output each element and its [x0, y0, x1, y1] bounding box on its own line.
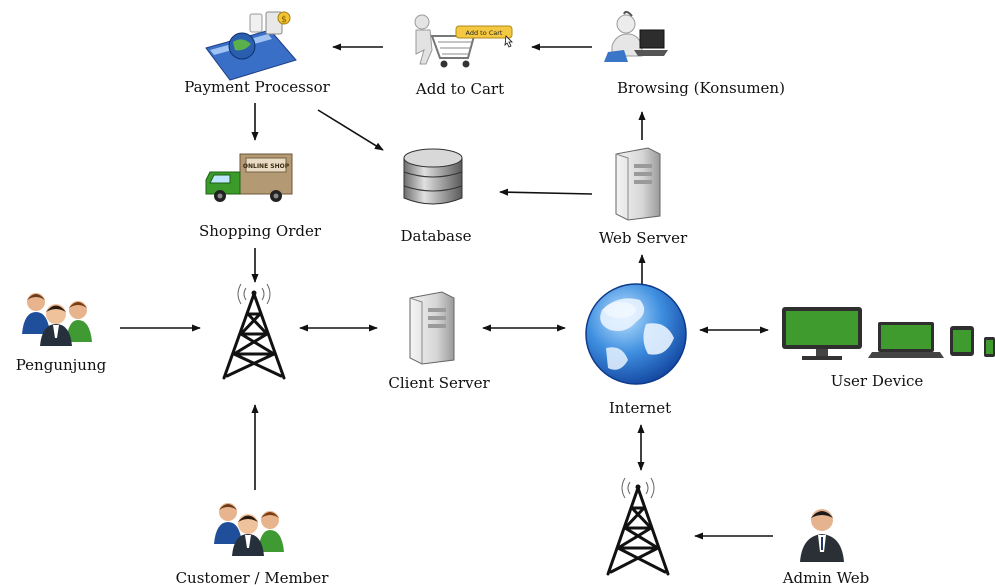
- user-device-label: User Device: [830, 372, 924, 390]
- pengunjung-label: Pengunjung: [15, 356, 107, 374]
- people-group-icon: [214, 503, 284, 556]
- server-tower-icon: [615, 147, 661, 221]
- internet-label: Internet: [608, 399, 672, 417]
- admin-web-label: Admin Web: [782, 569, 870, 587]
- shopping-cart-person-icon: Add to Cart: [414, 14, 513, 68]
- people-group-icon: [22, 293, 92, 346]
- businessman-icon: [800, 509, 844, 562]
- arrow-webserver-to-database: [499, 188, 593, 196]
- database-label: Database: [400, 227, 472, 245]
- connector-arrows: [120, 43, 773, 540]
- monitor-laptop-tablet-phone-icon: [782, 307, 995, 360]
- browsing-label: Browsing (Konsumen): [617, 79, 785, 97]
- shopping-order-label: Shopping Order: [198, 222, 322, 240]
- cart-sign-text: Add to Cart: [466, 29, 503, 37]
- laptop-user-icon: [604, 10, 668, 62]
- truck-sign-text: ONLINE SHOP: [243, 163, 290, 170]
- database-cylinder-icon: [403, 148, 463, 205]
- globe-icon: [585, 283, 687, 385]
- server-tower-icon: [409, 291, 455, 365]
- svg-text:$: $: [281, 15, 287, 25]
- client-server-label: Client Server: [388, 374, 490, 392]
- web-server-label: Web Server: [598, 229, 688, 247]
- payment-processor-label: Payment Processor: [184, 78, 330, 96]
- payment-card-icon: $: [205, 11, 297, 81]
- customer-member-label: Customer / Member: [175, 569, 329, 587]
- add-to-cart-label: Add to Cart: [415, 80, 505, 98]
- arrow-payment-to-database: [317, 109, 384, 151]
- radio-tower-icon: [606, 477, 670, 576]
- radio-tower-icon: [222, 283, 286, 380]
- delivery-truck-icon: ONLINE SHOP: [205, 153, 293, 202]
